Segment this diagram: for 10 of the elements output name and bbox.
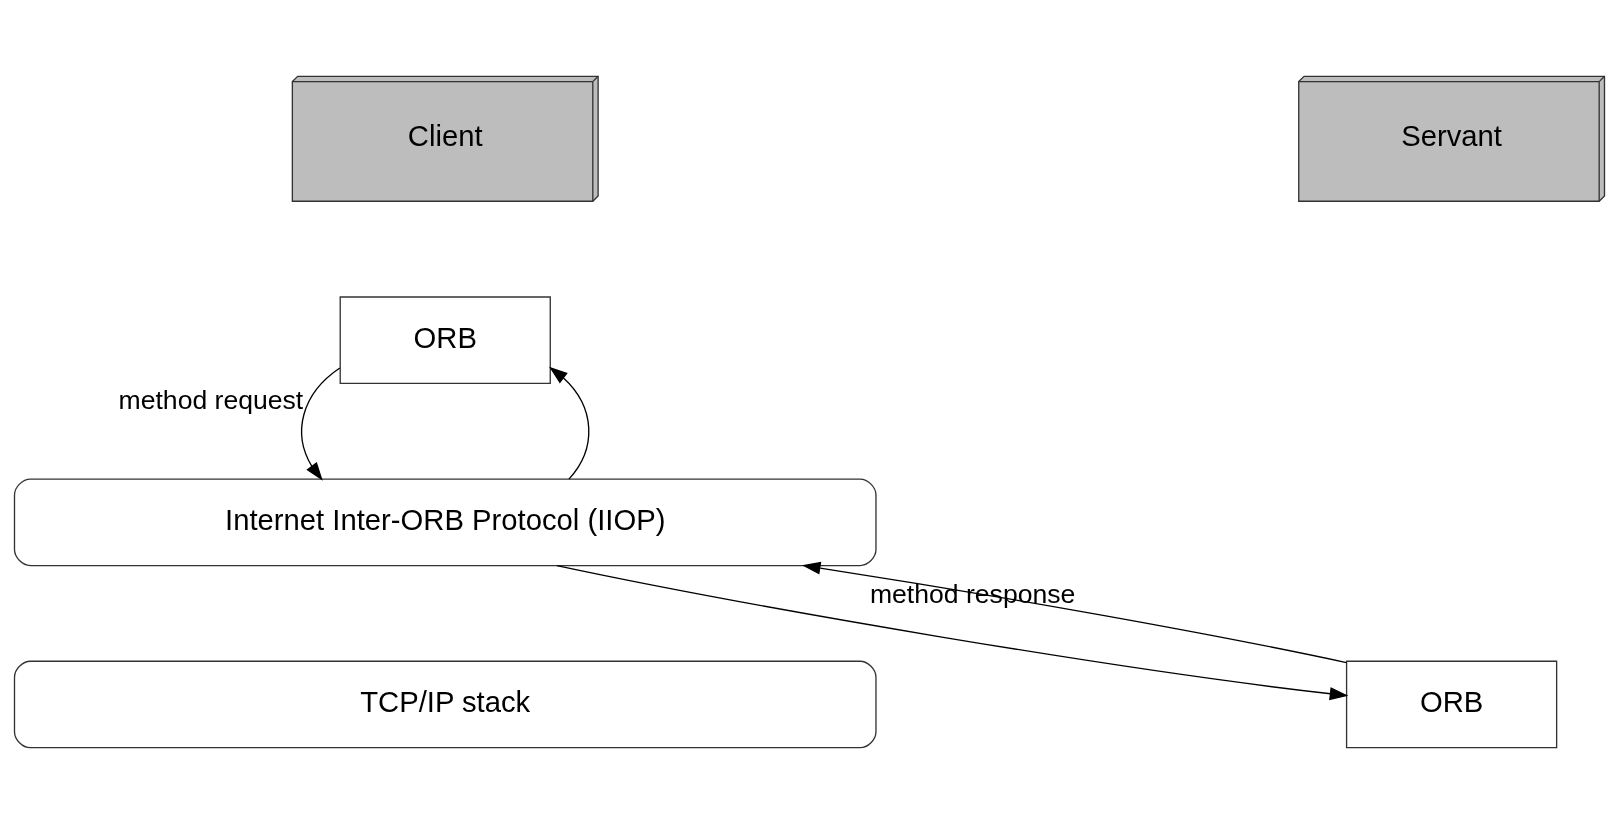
arrow [801, 561, 1347, 663]
node-box: ORB [339, 295, 551, 384]
arrow [548, 366, 589, 480]
arrow [300, 366, 340, 481]
node-box: TCP/IP stack [13, 660, 877, 748]
node-box: Internet Inter-ORB Protocol (IIOP) [13, 477, 877, 566]
arrow [555, 564, 1348, 700]
edge-label: method request [118, 384, 303, 415]
edge-label: method response [869, 578, 1075, 609]
node-box: ORB [1345, 660, 1557, 748]
